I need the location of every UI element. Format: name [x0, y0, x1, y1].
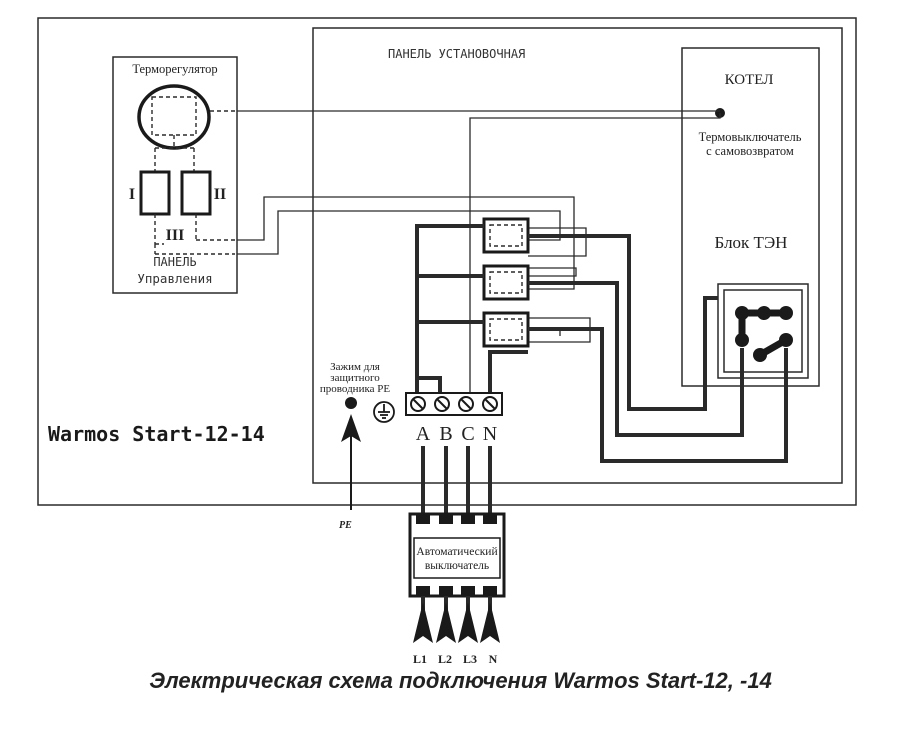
contactor-1-inner	[489, 224, 523, 247]
control-panel-label-2: Управления	[137, 271, 212, 286]
contactor-2-inner	[489, 271, 523, 294]
thermal-switch-label-2: с самовозвратом	[706, 144, 794, 158]
stage-3-label: III	[166, 227, 185, 244]
breaker-label-panel	[413, 537, 501, 579]
ground-icon	[373, 401, 395, 423]
pe-clamp-label-2: защитного	[330, 372, 380, 384]
heater-block-inner	[723, 289, 803, 373]
pe-clamp-label-1: Зажим для	[330, 361, 380, 373]
diagram-caption: Электрическая схема подключения Warmos S…	[149, 668, 772, 693]
power-wires	[415, 224, 788, 463]
control-panel-label-1: ПАНЕЛЬ	[153, 255, 196, 269]
boiler-label: КОТЕЛ	[725, 72, 774, 88]
breaker-top-terminals	[416, 514, 497, 524]
mounting-panel-box	[312, 27, 843, 484]
signal-wires	[237, 110, 721, 395]
contactor-3-inner	[489, 318, 523, 341]
breaker-label-1: Автоматический	[416, 546, 497, 558]
pe-clamp-label-3: проводника PE	[320, 383, 390, 395]
stage-2-label: II	[214, 186, 226, 203]
boiler-box	[681, 47, 820, 387]
input-l3-label: L3	[463, 652, 477, 666]
terminal-screws	[410, 396, 498, 412]
pe-clamp-dot	[345, 397, 357, 409]
supply-arrow-l3-icon	[458, 602, 478, 643]
breaker-label-2: выключатель	[425, 560, 489, 572]
supply-lines	[421, 596, 492, 625]
thermostat-dial-inner	[151, 96, 197, 136]
input-wires	[421, 446, 492, 522]
relay-stage-2	[180, 170, 212, 216]
supply-arrow-l2-icon	[436, 602, 456, 643]
breaker-bottom-terminals	[416, 586, 497, 596]
input-n-label: N	[489, 652, 498, 666]
thermostat-dial	[137, 84, 211, 150]
mounting-panel-label: ПАНЕЛЬ УСТАНОВОЧНАЯ	[388, 47, 525, 61]
supply-arrow-l1-icon	[413, 602, 433, 643]
input-l1-label: L1	[413, 652, 427, 666]
terminal-n-label: N	[483, 423, 497, 445]
terminal-a-label: A	[416, 423, 431, 445]
stage-1-label: I	[129, 186, 135, 203]
pe-label: PE	[339, 520, 352, 531]
circuit-breaker	[408, 512, 506, 598]
model-label: Warmos Start-12-14	[48, 422, 265, 446]
thermal-switch-label-1: Термовыключатель	[699, 130, 802, 144]
relay-stage-1	[139, 170, 171, 216]
terminal-b-label: B	[439, 423, 452, 445]
heater-terminals	[735, 306, 793, 362]
pe-arrow-icon	[341, 414, 361, 442]
heater-block-label: Блок ТЭН	[715, 233, 788, 252]
terminal-c-label: C	[461, 423, 474, 445]
heater-block-outer	[717, 283, 809, 379]
thermostat-label: Терморегулятор	[132, 62, 217, 76]
terminal-block	[405, 392, 503, 416]
input-l2-label: L2	[438, 652, 452, 666]
control-panel-box	[112, 56, 238, 294]
supply-arrow-n-icon	[480, 602, 500, 643]
